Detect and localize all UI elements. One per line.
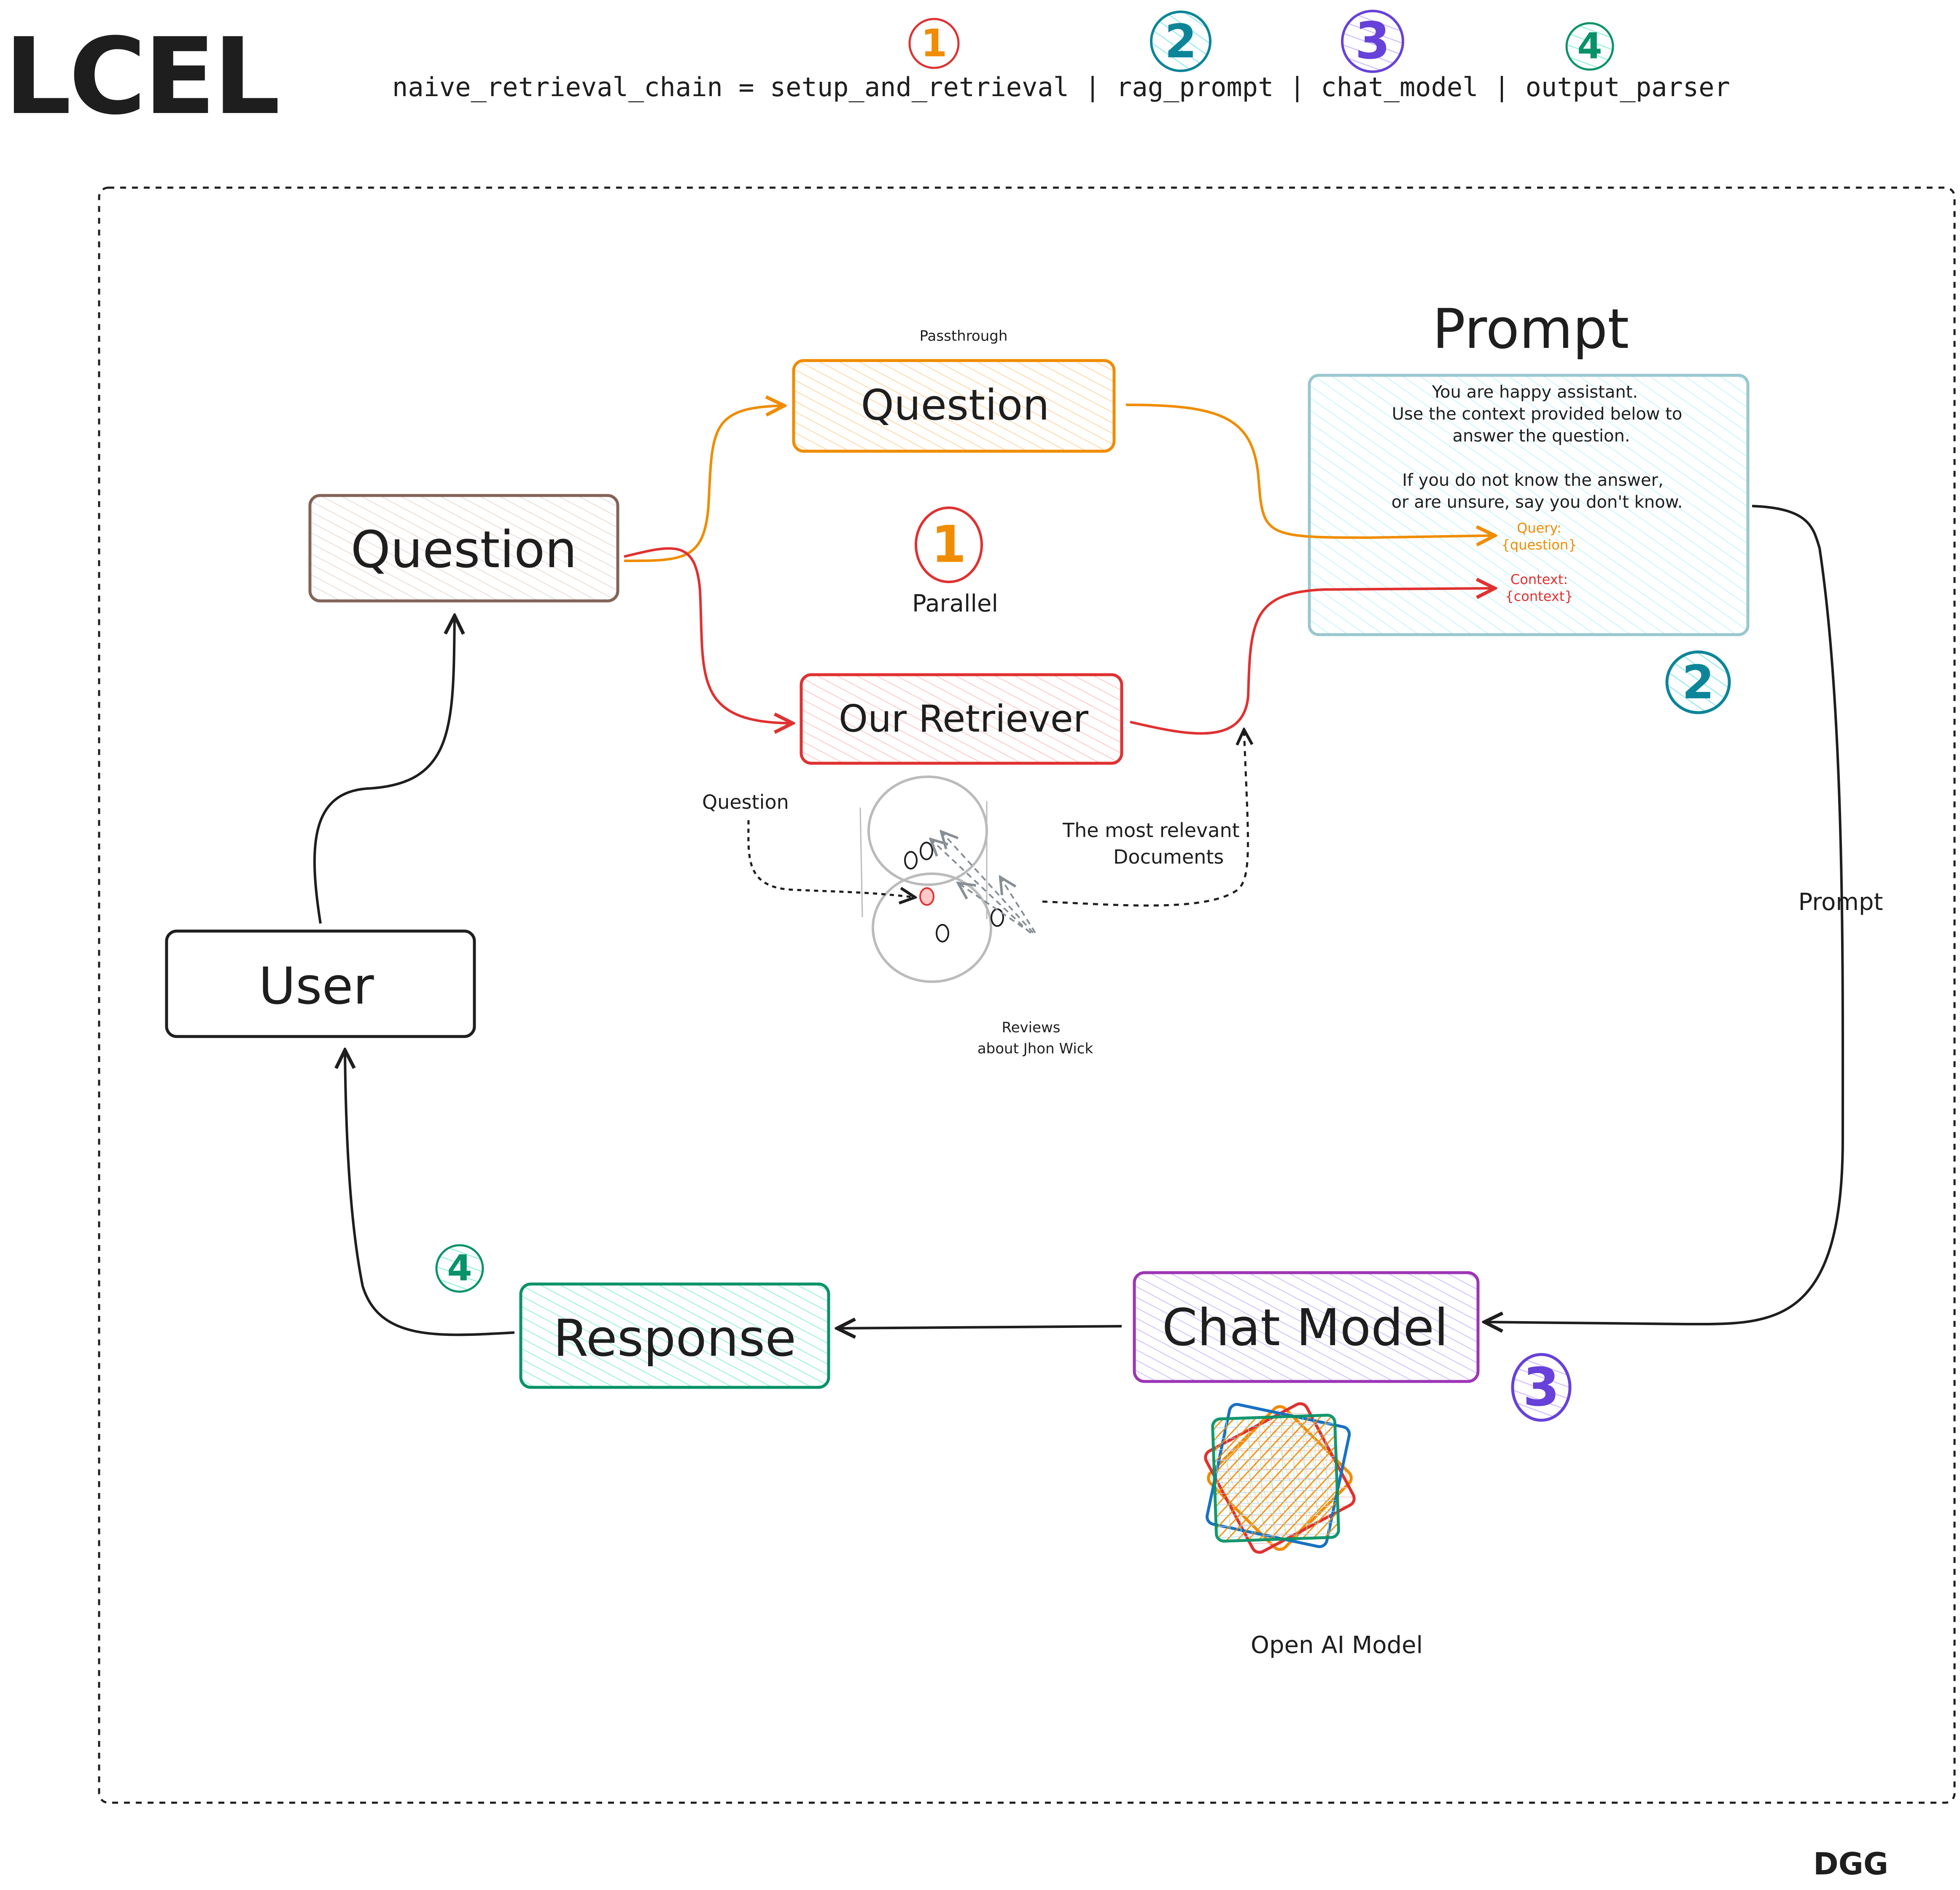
badge-ring xyxy=(915,506,983,583)
document-point xyxy=(991,908,1004,927)
edge-response-to-user xyxy=(345,1050,515,1336)
prompt-query-var: {question} xyxy=(1502,537,1577,553)
edge-passthrough-to-prompt-query xyxy=(1125,404,1495,538)
response-node[interactable]: Response xyxy=(519,1282,830,1389)
header-step-badge-3: 3 xyxy=(1341,10,1404,73)
chain-code-line: naive_retrieval_chain = setup_and_retrie… xyxy=(392,72,1730,103)
prompt-line-5: If you do not know the answer, xyxy=(1402,471,1664,490)
user-label: User xyxy=(258,957,374,1016)
vector-store-icon xyxy=(859,775,1036,983)
chat-model-node[interactable]: Chat Model xyxy=(1133,1271,1480,1383)
badge-number: 1 xyxy=(931,516,967,574)
badge-number: 4 xyxy=(447,1248,472,1290)
response-label: Response xyxy=(553,1309,796,1368)
edge-chat-model-to-response xyxy=(837,1326,1122,1328)
relevant-docs-label-line-2: Documents xyxy=(1113,845,1224,868)
edge-question-to-vector-store xyxy=(747,820,915,897)
question-passthrough-node[interactable]: Question xyxy=(792,359,1116,453)
reviews-label-line-2: about Jhon Wick xyxy=(977,1040,1093,1057)
badge-number: 4 xyxy=(1577,26,1602,67)
prompt-line-3: answer the question. xyxy=(1452,426,1630,446)
passthrough-label: Passthrough xyxy=(920,328,1008,345)
header-step-badge-1: 1 xyxy=(908,18,960,69)
question-input-label: Question xyxy=(351,521,577,579)
chat-model-step-badge: 3 xyxy=(1511,1353,1572,1422)
header-step-badge-2: 2 xyxy=(1150,11,1212,72)
badge-number: 3 xyxy=(1523,1357,1560,1418)
document-point xyxy=(920,842,933,860)
badge-number: 2 xyxy=(1682,655,1715,709)
badge-number: 2 xyxy=(1165,14,1197,68)
parallel-step-badge: 1 xyxy=(915,506,983,583)
chat-model-label: Chat Model xyxy=(1162,1299,1448,1357)
prompt-line-1: You are happy assistant. xyxy=(1432,382,1638,402)
prompt-context-var: {context} xyxy=(1505,588,1573,604)
prompt-context-label: Context: xyxy=(1510,571,1568,587)
reviews-label-line-1: Reviews xyxy=(1002,1019,1060,1036)
prompt-heading: Prompt xyxy=(1432,297,1629,361)
user-node[interactable]: User xyxy=(165,929,476,1038)
vector-question-label: Question xyxy=(702,791,789,813)
query-point xyxy=(919,887,934,906)
openai-logo-icon xyxy=(1204,1402,1356,1554)
question-input-node[interactable]: Question xyxy=(308,494,619,603)
document-point xyxy=(904,851,918,870)
document-point xyxy=(936,924,949,942)
question-passthrough-label: Question xyxy=(861,380,1049,430)
badge-ring xyxy=(1665,650,1731,714)
edge-question-to-passthrough xyxy=(624,406,784,562)
retriever-node[interactable]: Our Retriever xyxy=(800,673,1123,765)
relevant-docs-label-line-1: The most relevant xyxy=(1062,819,1240,842)
edge-retriever-to-prompt-context xyxy=(1130,588,1495,735)
author-signature: DGG xyxy=(1813,1846,1888,1882)
prompt-query-label: Query: xyxy=(1517,520,1562,536)
openai-model-label: Open AI Model xyxy=(1251,1632,1423,1659)
prompt-line-2: Use the context provided below to xyxy=(1392,404,1683,424)
edge-label-prompt: Prompt xyxy=(1798,888,1883,916)
badge-ring xyxy=(1511,1353,1572,1422)
prompt-step-badge: 2 xyxy=(1665,650,1731,714)
prompt-line-6: or are unsure, say you don't know. xyxy=(1392,493,1683,512)
parallel-label: Parallel xyxy=(912,590,998,617)
badge-ring xyxy=(1341,10,1404,73)
header-step-badge-4: 4 xyxy=(1565,22,1614,71)
retriever-label: Our Retriever xyxy=(839,697,1089,740)
badge-ring xyxy=(1150,11,1212,72)
edge-question-to-retriever xyxy=(624,547,793,723)
diagram-title: LCEL xyxy=(4,15,278,138)
response-step-badge: 4 xyxy=(435,1244,484,1293)
badge-number: 3 xyxy=(1355,12,1390,71)
badge-ring xyxy=(908,18,960,69)
badge-ring xyxy=(1565,22,1614,71)
prompt-template-node[interactable]: You are happy assistant. Use the context… xyxy=(1308,374,1750,636)
pipeline-frame xyxy=(98,186,1956,1804)
badge-number: 1 xyxy=(921,22,948,66)
edge-user-to-question xyxy=(313,616,455,924)
edge-prompt-to-chat-model xyxy=(1484,505,1844,1324)
badge-ring xyxy=(435,1244,484,1293)
